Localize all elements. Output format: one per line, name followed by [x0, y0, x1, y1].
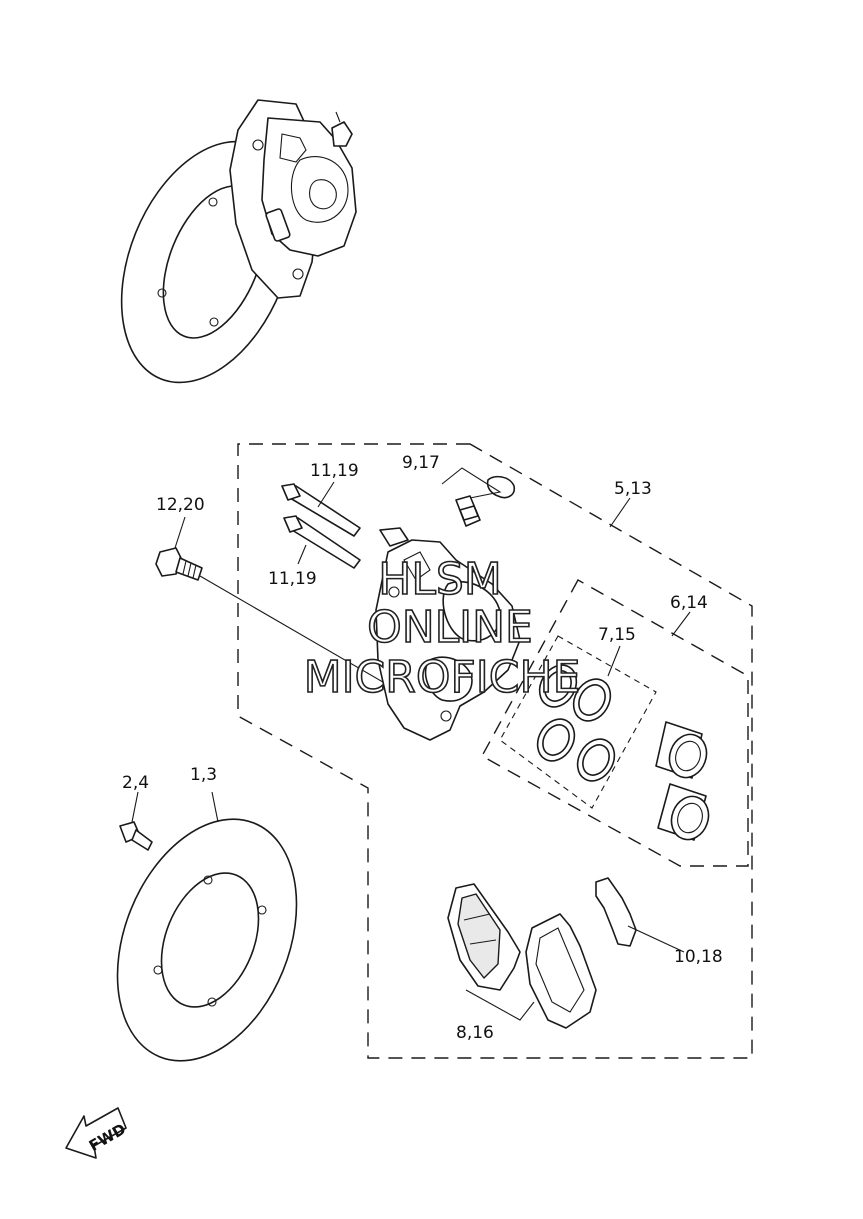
seal-kit-frame	[499, 635, 657, 809]
callout-9-17: 9,17	[402, 453, 440, 473]
disc-bolt-2-4	[119, 791, 153, 851]
slide-pins-11-19	[281, 481, 361, 569]
watermark-line-1: HLSM	[378, 554, 502, 605]
watermark-line-2: ONLINE	[367, 602, 533, 653]
callout-10-18: 10,18	[674, 947, 723, 967]
piston-seals-7-15	[536, 664, 616, 782]
pad-spring-10-18	[595, 877, 685, 953]
callout-1-3: 1,3	[190, 765, 217, 785]
callout-11-19-bottom: 11,19	[268, 569, 317, 589]
brake-pads-8-16	[447, 883, 597, 1029]
bleed-screw-9-17	[441, 467, 516, 527]
callout-6-14: 6,14	[670, 593, 708, 613]
callout-12-20: 12,20	[156, 495, 205, 515]
assembled-brake-view	[120, 99, 357, 384]
watermark: HLSM ONLINE MICROFICHE	[303, 553, 581, 704]
caliper-body	[375, 527, 521, 741]
watermark-line-3: MICROFICHE	[304, 652, 581, 703]
caliper-assembly-frame	[237, 443, 753, 1059]
callout-7-15: 7,15	[598, 625, 636, 645]
pistons-6-14	[655, 721, 710, 841]
brake-disc-1-3	[116, 791, 298, 1062]
piston-set-frame	[481, 579, 749, 867]
callout-2-4: 2,4	[122, 773, 149, 793]
callout-8-16: 8,16	[456, 1023, 494, 1043]
callout-11-19-top: 11,19	[310, 461, 359, 481]
forward-direction-arrow: FWD	[65, 1107, 129, 1159]
callout-5-13: 5,13	[614, 479, 652, 499]
